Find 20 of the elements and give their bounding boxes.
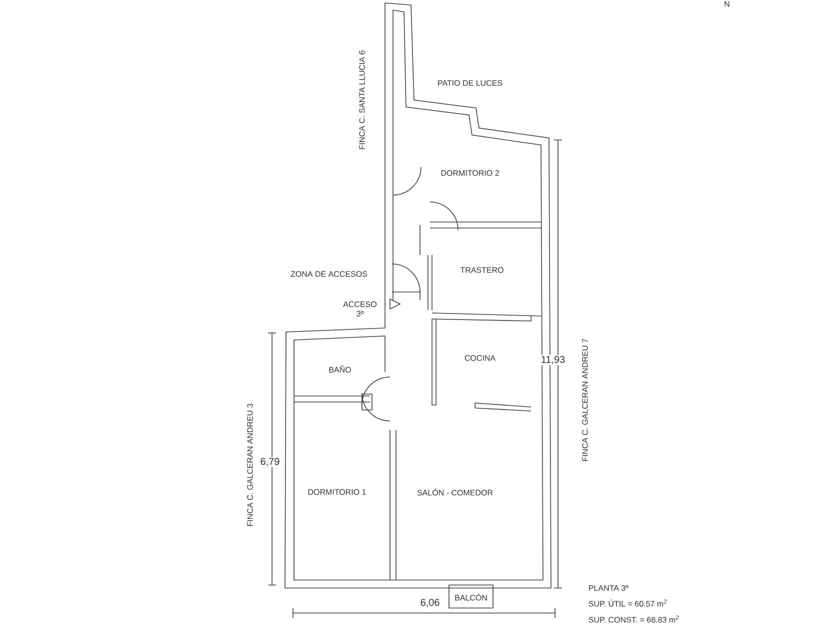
street-label: FINCA C. SANTA LLUCIA 6 — [359, 50, 365, 150]
room-label: BAÑO — [329, 365, 351, 373]
street-label: FINCA C. GALCERAN ANDREU 7 — [582, 338, 588, 461]
note-text: PLANTA 3º — [589, 585, 628, 591]
room-label: DORMITORIO 1 — [308, 489, 366, 495]
note-text: SUP. CONST. = 68.83 m$^{2}$ — [588, 615, 679, 623]
room-label: ZONA DE ACCESOS — [290, 271, 368, 277]
room-label: ACCESO 3º — [343, 301, 376, 317]
dimension-label: 6,06 — [419, 598, 441, 608]
room-label: TRASTERO — [460, 267, 504, 273]
note-text: SUP. ÚTIL = 60.57 m$^{2}$ — [588, 599, 667, 607]
room-label: DORMITORIO 2 — [441, 170, 499, 176]
room-label: PATIO DE LUCES — [438, 80, 502, 86]
street-label: FINCA C. GALCERAN ANDREU 3 — [247, 404, 253, 526]
balcony-label: BALCÓN — [455, 594, 487, 601]
north-label: N — [724, 1, 730, 7]
room-label: COCINA — [464, 355, 496, 361]
dimension-label: 6,79 — [259, 456, 281, 468]
dimension-label: 11,93 — [540, 354, 566, 366]
room-label: SALÓN - COMEDOR — [417, 488, 493, 496]
